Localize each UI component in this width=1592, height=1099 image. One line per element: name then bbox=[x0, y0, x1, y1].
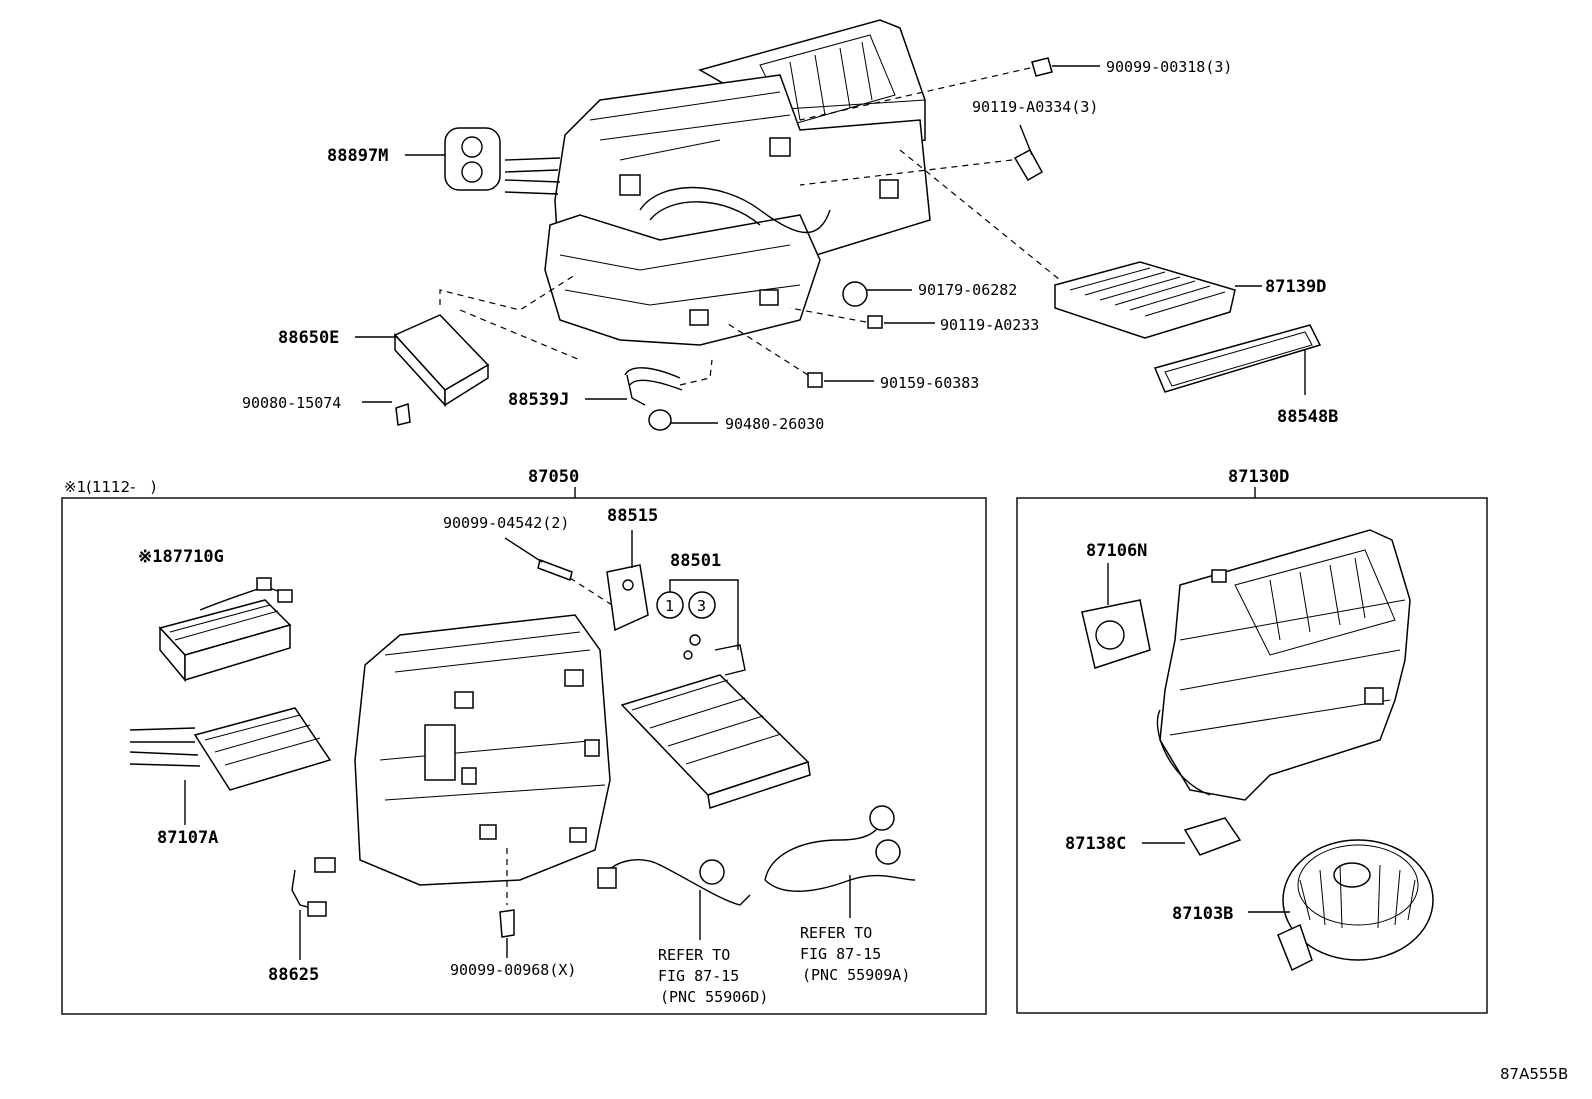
valve-88515-drawing bbox=[606, 530, 649, 632]
filter-87139D-drawing bbox=[1054, 261, 1262, 339]
label-87130D[interactable]: 87130D bbox=[1228, 467, 1289, 487]
label-87710G[interactable]: ※187710G bbox=[138, 547, 224, 567]
label-88515[interactable]: 88515 bbox=[607, 506, 658, 526]
clip-90179-06282-drawing bbox=[842, 281, 912, 307]
label-88548B[interactable]: 88548B bbox=[1277, 407, 1338, 427]
label-circle-3: 3 bbox=[697, 597, 706, 615]
ref2-line1: REFER TO bbox=[800, 924, 872, 942]
blower-motor-87103B-drawing bbox=[1248, 839, 1434, 972]
cover-88548B-drawing bbox=[1153, 324, 1322, 395]
bolt-90119-A0334-drawing bbox=[799, 124, 1044, 186]
heater-87710G-drawing bbox=[158, 577, 293, 683]
grommet-88897M-drawing bbox=[405, 127, 501, 191]
filter-guide-line bbox=[899, 149, 1061, 281]
sensor-88625-drawing bbox=[291, 857, 336, 960]
label-87107A[interactable]: 87107A bbox=[157, 828, 218, 848]
wire-harness-55906D-drawing bbox=[597, 859, 751, 940]
label-90159-60383[interactable]: 90159-60383 bbox=[880, 374, 979, 392]
label-88501[interactable]: 88501 bbox=[670, 551, 721, 571]
screw-90099-00968-drawing bbox=[499, 909, 515, 958]
label-circle-1: 1 bbox=[665, 597, 674, 615]
amplifier-88650E-drawing bbox=[355, 274, 581, 407]
label-88650E[interactable]: 88650E bbox=[278, 328, 339, 348]
label-88897M[interactable]: 88897M bbox=[327, 146, 388, 166]
ref1-line1: REFER TO bbox=[658, 946, 730, 964]
heater-unit-87050-drawing bbox=[354, 614, 611, 905]
servo-motor-87106N-drawing bbox=[1081, 563, 1151, 669]
grommet-90480-26030-drawing bbox=[648, 409, 718, 431]
label-90480-26030[interactable]: 90480-26030 bbox=[725, 415, 824, 433]
right-box-labels: 87130D 87106N 87138C 87103B bbox=[1065, 467, 1289, 924]
resistor-87138C-drawing bbox=[1142, 817, 1242, 856]
label-90099-04542[interactable]: 90099-04542(2) bbox=[443, 514, 569, 532]
diagram-code: 87A555B bbox=[1500, 1065, 1568, 1083]
label-87138C[interactable]: 87138C bbox=[1065, 834, 1126, 854]
screw-90080-15074-drawing bbox=[362, 401, 411, 426]
label-88539J[interactable]: 88539J bbox=[508, 390, 569, 410]
right-assembly-frame bbox=[1016, 497, 1488, 1014]
ref1-line2: FIG 87-15 bbox=[658, 967, 739, 985]
label-90099-00318[interactable]: 90099-00318(3) bbox=[1106, 58, 1232, 76]
evaporator-88501-drawing bbox=[620, 579, 811, 809]
screw-90099-04542-drawing bbox=[504, 537, 613, 606]
hose-88539J-drawing bbox=[585, 359, 713, 406]
ref2-line3: (PNC 55909A) bbox=[802, 966, 910, 984]
blower-unit-87130D-drawing bbox=[1156, 529, 1411, 801]
top-heater-unit-drawing bbox=[504, 19, 931, 346]
label-87106N[interactable]: 87106N bbox=[1086, 541, 1147, 561]
label-88625[interactable]: 88625 bbox=[268, 965, 319, 985]
screw-90159-60383-drawing bbox=[724, 321, 874, 388]
label-87050[interactable]: 87050 bbox=[528, 467, 579, 487]
label-90179-06282[interactable]: 90179-06282 bbox=[918, 281, 1017, 299]
left-assembly-frame bbox=[61, 497, 987, 1015]
label-90119-A0334[interactable]: 90119-A0334(3) bbox=[972, 98, 1098, 116]
wire-harness-55909A-drawing bbox=[764, 805, 916, 918]
left-box-labels: 87050 ※1(1112- ) 90099-04542(2) 88515 88… bbox=[64, 467, 910, 1006]
label-90119-A0233[interactable]: 90119-A0233 bbox=[940, 316, 1039, 334]
screw-90119-A0233-drawing bbox=[789, 307, 935, 329]
label-90099-00968[interactable]: 90099-00968(X) bbox=[450, 961, 576, 979]
top-part-labels: 88897M 90099-00318(3) 90119-A0334(3) 901… bbox=[242, 58, 1338, 433]
ref1-line3: (PNC 55906D) bbox=[660, 988, 768, 1006]
heater-core-87107A-drawing bbox=[129, 707, 332, 825]
label-note-1112: ※1(1112- ) bbox=[64, 478, 156, 496]
ref2-line2: FIG 87-15 bbox=[800, 945, 881, 963]
label-87139D[interactable]: 87139D bbox=[1265, 277, 1326, 297]
label-87103B[interactable]: 87103B bbox=[1172, 904, 1233, 924]
bolt-90099-00318-drawing bbox=[799, 57, 1100, 121]
label-90080-15074[interactable]: 90080-15074 bbox=[242, 394, 341, 412]
